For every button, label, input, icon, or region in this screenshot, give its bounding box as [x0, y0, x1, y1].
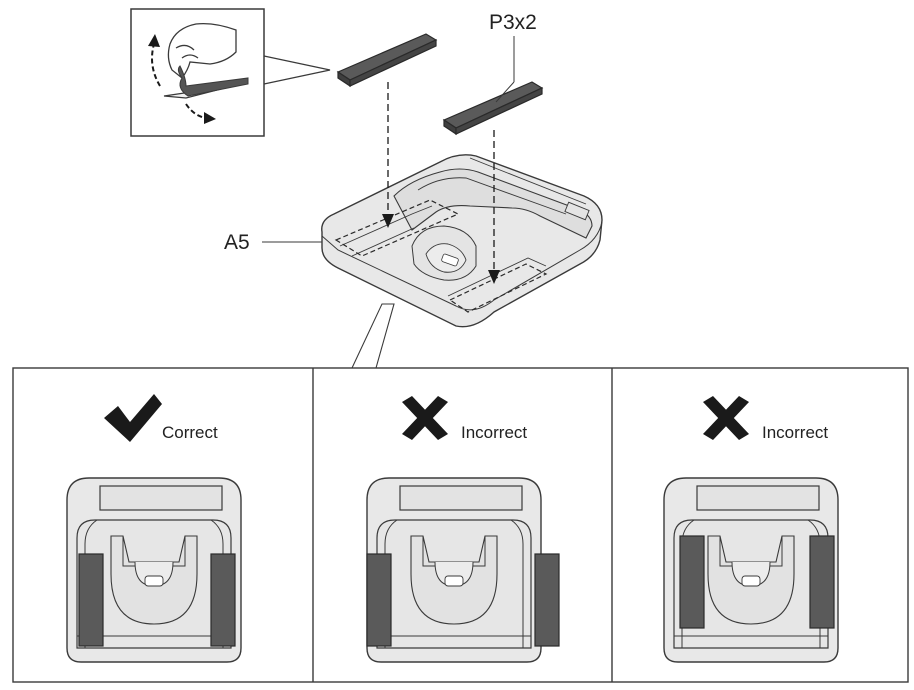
- callout-pointer: [263, 55, 331, 85]
- pad-incorrect1-right: [534, 553, 560, 647]
- part-label-a5: A5: [224, 231, 250, 254]
- hand-icon: [167, 22, 237, 79]
- status-correct-label: Correct: [162, 423, 218, 442]
- status-incorrect-label: Incorrect: [461, 423, 528, 442]
- check-icon: [104, 394, 162, 442]
- tape-strip-small: [177, 65, 249, 97]
- pad-incorrect2-left: [679, 535, 705, 629]
- peel-arrow-down-head-icon: [204, 112, 216, 124]
- tape-target-right: [448, 263, 548, 313]
- placement-arrow-left-icon: [382, 82, 394, 228]
- peel-arrow-up-icon: [151, 43, 161, 87]
- comparison-panels-frame: [12, 367, 909, 683]
- panel-incorrect-2-illustration: [663, 477, 839, 663]
- x-icon-2: [703, 396, 749, 440]
- tape-pad-left: [336, 33, 438, 88]
- placement-arrow-right-icon: [488, 130, 500, 284]
- pad-incorrect1-left: [366, 553, 392, 647]
- x-icon: [402, 396, 448, 440]
- panel-correct-illustration: [66, 477, 242, 663]
- panel-incorrect-1-illustration: [366, 477, 560, 663]
- pad-incorrect2-right: [809, 535, 835, 629]
- tape-target-left: [334, 199, 460, 257]
- detail-callout-lines: [351, 303, 395, 369]
- status-incorrect-label-2: Incorrect: [762, 423, 829, 442]
- tape-pad-right: [442, 81, 544, 136]
- peel-arrow-up-head-icon: [148, 34, 160, 47]
- pad-correct-left: [78, 553, 104, 647]
- part-label-p3x2: P3x2: [489, 11, 537, 34]
- peel-arrow-down-icon: [185, 103, 207, 119]
- pad-correct-right: [210, 553, 236, 647]
- part-leader-p3x2: [495, 81, 515, 103]
- base-part-a5: [321, 154, 603, 328]
